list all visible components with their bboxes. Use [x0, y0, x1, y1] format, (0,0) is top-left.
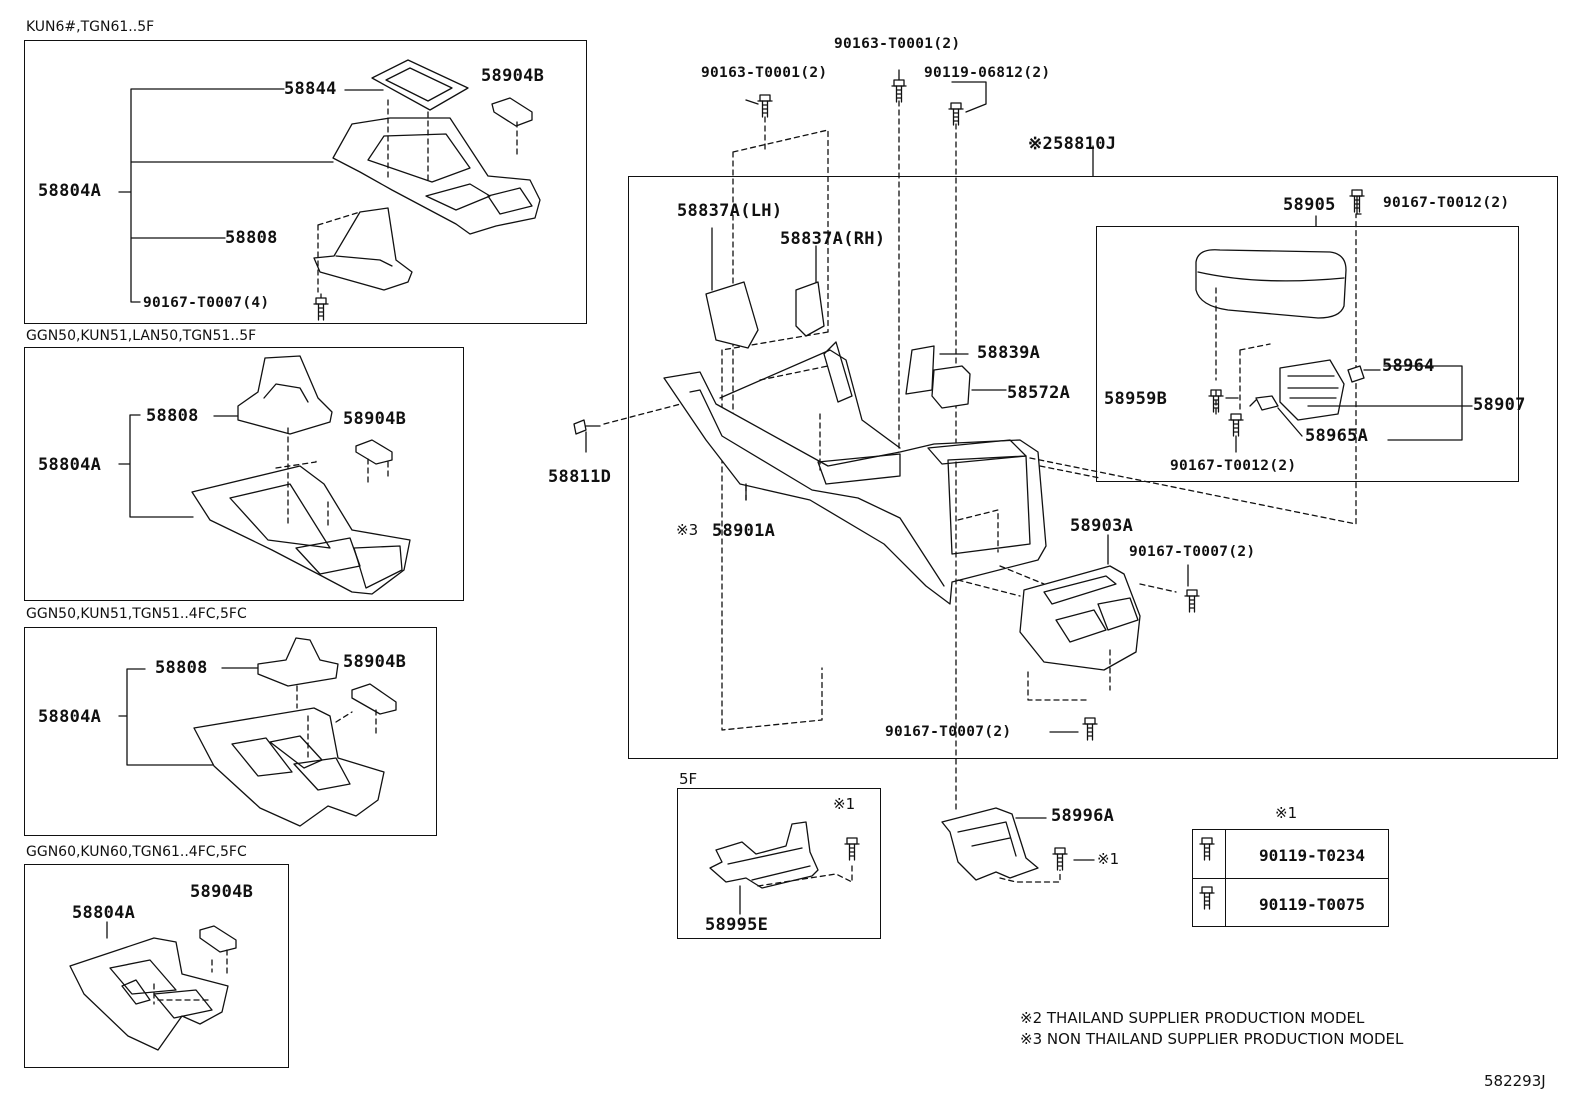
part-label-90163-t0001-b: 90163-T0001(2): [701, 65, 828, 81]
part-label-58995e: 58995E: [705, 915, 769, 935]
armrest-subgroup-frame: [1096, 226, 1519, 482]
part-label-90167-t0007-2a: 90167-T0007(2): [1129, 544, 1256, 560]
footnote-mark-3: ※3: [676, 521, 699, 539]
panel4-frame: [24, 864, 289, 1068]
legend-part-code: 90119-T0234: [1259, 846, 1365, 865]
panel4-art: [69, 921, 237, 1051]
part-label-58839a: 58839A: [977, 343, 1041, 363]
footnote-3: ※3 NON THAILAND SUPPLIER PRODUCTION MODE…: [1020, 1030, 1404, 1048]
legend-part-code: 90119-T0075: [1259, 895, 1365, 914]
part-label-58804a: 58804A: [38, 455, 102, 475]
part-label-90167-t0012-top: 90167-T0012(2): [1383, 195, 1510, 211]
variant-header-1: KUN6#,TGN61..5F: [26, 19, 155, 35]
panel1-art: [118, 59, 541, 321]
part-label-58804a: 58804A: [38, 181, 102, 201]
legend-row: 90119-T0075: [1193, 878, 1388, 926]
part-label-58964: 58964: [1382, 356, 1435, 376]
part-label-90163-t0001-a: 90163-T0001(2): [834, 36, 961, 52]
part-label-58808: 58808: [225, 228, 278, 248]
variant-header-2: GGN50,KUN51,LAN50,TGN51..5F: [26, 328, 257, 344]
main-assembly-frame: [628, 176, 1558, 759]
variant-header-3: GGN50,KUN51,TGN51..4FC,5FC: [26, 606, 247, 622]
main-art: [573, 69, 1365, 813]
part-label-58901a: 58901A: [712, 521, 776, 541]
part-label-58959b: 58959B: [1104, 389, 1168, 409]
bracket-5f-header: 5F: [679, 770, 698, 788]
variant-header-4: GGN60,KUN60,TGN61..4FC,5FC: [26, 844, 247, 860]
part-label-58996a: 58996A: [1051, 806, 1115, 826]
footnote-mark-1: ※1: [1097, 850, 1120, 868]
diagram-id: 582293J: [1484, 1072, 1546, 1090]
part-label-58907: 58907: [1473, 395, 1526, 415]
footnote-2: ※2 THAILAND SUPPLIER PRODUCTION MODEL: [1020, 1009, 1365, 1027]
part-label-58904b: 58904B: [190, 882, 254, 902]
bracket5f-art: [709, 821, 860, 915]
part-label-90119-06812: 90119-06812(2): [924, 65, 1051, 81]
legend-cell-divider: [1225, 879, 1226, 926]
part-label-90167-t0012-bot: 90167-T0012(2): [1170, 458, 1297, 474]
part-label-58804a: 58804A: [38, 707, 102, 727]
part-label-58904b: 58904B: [343, 409, 407, 429]
part-label-58904b: 58904B: [481, 66, 545, 86]
part-label-58844: 58844: [284, 79, 337, 99]
panel2-art: [118, 355, 411, 595]
part-label-90167-t0007-4: 90167-T0007(4): [143, 295, 270, 311]
legend-row: 90119-T0234: [1193, 830, 1388, 878]
part-label-58905: 58905: [1283, 195, 1336, 215]
fastener-legend-table: 90119-T0234 90119-T0075: [1192, 829, 1389, 927]
part-label-58811d: 58811D: [548, 467, 612, 487]
part-label-58837a-lh: 58837A(LH): [677, 201, 783, 221]
part-label-58965a: 58965A: [1305, 426, 1369, 446]
legend-title: ※1: [1275, 804, 1298, 822]
panel3-frame: [24, 627, 437, 836]
part-label-58903a: 58903A: [1070, 516, 1134, 536]
part-label-58808: 58808: [146, 406, 199, 426]
assembly-label-58810j: ※258810J: [1028, 134, 1117, 154]
bracket-5f-frame: [677, 788, 881, 939]
bracket2-art: [941, 807, 1095, 883]
part-label-58572a: 58572A: [1007, 383, 1071, 403]
armrest-art: [1195, 215, 1473, 453]
part-label-58808: 58808: [155, 658, 208, 678]
part-label-58837a-rh: 58837A(RH): [780, 229, 886, 249]
legend-cell-divider: [1225, 830, 1226, 878]
footnote-mark-1: ※1: [833, 795, 856, 813]
panel3-art: [118, 637, 397, 827]
part-label-58904b: 58904B: [343, 652, 407, 672]
panel2-frame: [24, 347, 464, 601]
part-label-58804a: 58804A: [72, 903, 136, 923]
panel1-frame: [24, 40, 587, 324]
part-label-90167-t0007-2b: 90167-T0007(2): [885, 724, 1012, 740]
